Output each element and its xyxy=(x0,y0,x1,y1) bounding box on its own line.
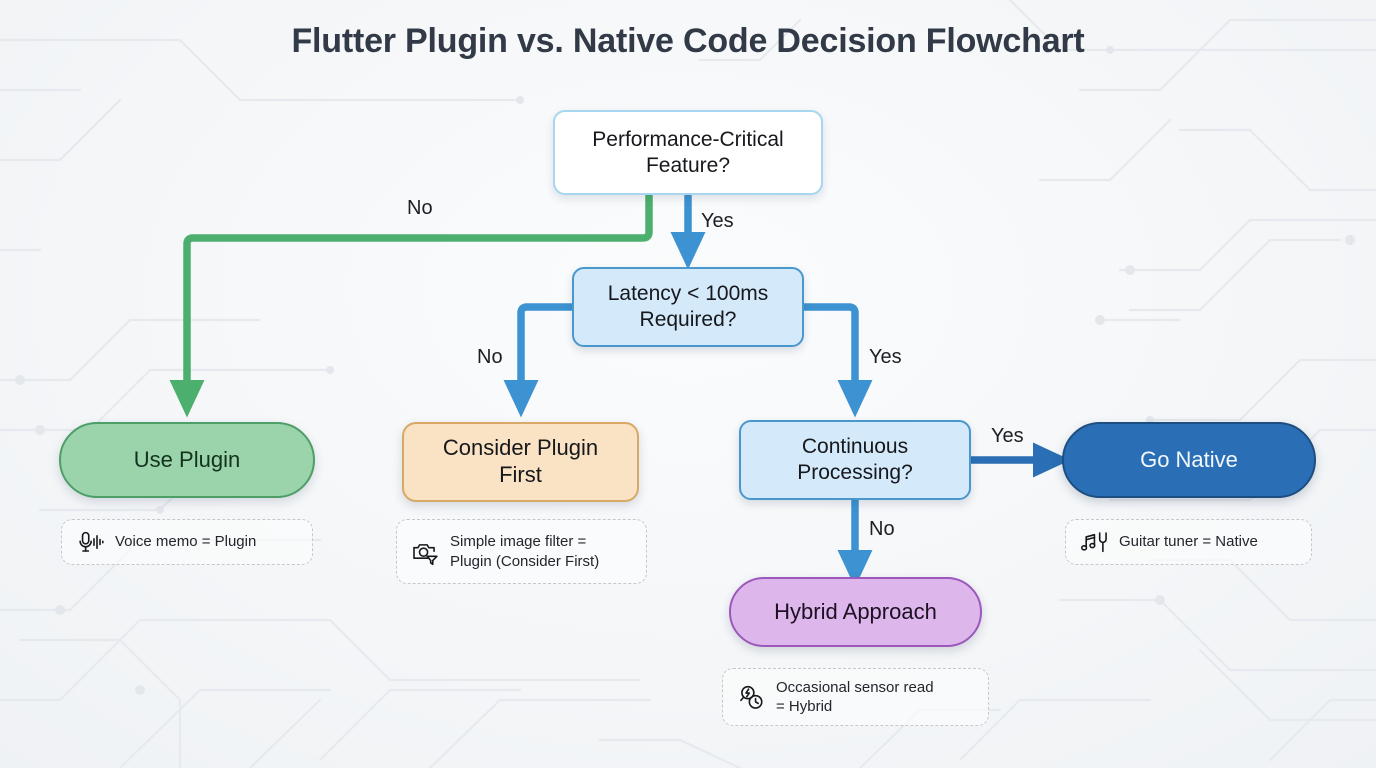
page-title: Flutter Plugin vs. Native Code Decision … xyxy=(291,22,1085,60)
camera-filter-icon xyxy=(413,543,438,565)
edge-latency-yes-to-continuous xyxy=(800,303,873,418)
node-continuous-line1: Continuous xyxy=(801,435,909,459)
annotation-sensor-read-line1: Occasional sensor read xyxy=(776,678,934,696)
node-consider-plugin-first[interactable]: Consider Plugin First xyxy=(402,422,639,502)
annotation-image-filter-line2: Plugin (Consider First) xyxy=(450,552,600,570)
annotation-sensor-read-line2: = Hybrid xyxy=(776,698,833,715)
node-hybrid-label: Hybrid Approach xyxy=(774,598,937,624)
edge-label-continuous-yes: Yes xyxy=(991,425,1024,447)
node-continuous-processing[interactable]: Continuous Processing? xyxy=(739,420,971,500)
annotation-image-filter-text: Simple image filter = Plugin (Consider F… xyxy=(450,532,599,570)
node-continuous-line2: Processing? xyxy=(797,461,913,484)
annotation-image-filter: Simple image filter = Plugin (Consider F… xyxy=(396,519,647,584)
node-latency-line2: Required? xyxy=(639,308,737,331)
node-latency-required[interactable]: Latency < 100ms Required? xyxy=(572,267,804,347)
node-go-native[interactable]: Go Native xyxy=(1062,422,1316,498)
node-plugin-label: Use Plugin xyxy=(133,446,241,472)
annotation-voice-memo-text: Voice memo = Plugin xyxy=(115,533,257,551)
sensor-clock-icon xyxy=(740,685,763,709)
edge-latency-no-to-consider xyxy=(503,303,576,418)
node-performance-critical-feature[interactable]: Performance-Critical Feature? xyxy=(553,110,823,195)
node-perf-line2: Feature? xyxy=(645,153,731,177)
edge-label-continuous-no: No xyxy=(869,518,895,540)
annotation-voice-memo: Voice memo = Plugin xyxy=(61,519,313,565)
edge-label-latency-yes: Yes xyxy=(869,346,902,368)
annotation-guitar-tuner-text: Guitar tuner = Native xyxy=(1119,533,1258,551)
node-perf-line1: Performance-Critical xyxy=(592,127,784,151)
edge-label-perf-yes: Yes xyxy=(701,210,734,232)
node-native-label: Go Native xyxy=(1140,446,1238,472)
node-use-plugin[interactable]: Use Plugin xyxy=(59,422,315,498)
node-consider-line1: Consider Plugin xyxy=(442,435,599,461)
edge-label-perf-no: No xyxy=(407,197,433,219)
node-consider-line2: First xyxy=(499,462,542,487)
node-latency-line1: Latency < 100ms xyxy=(607,282,769,306)
edge-label-latency-no: No xyxy=(477,346,503,368)
annotation-guitar-tuner: Guitar tuner = Native xyxy=(1065,519,1312,565)
node-hybrid-approach[interactable]: Hybrid Approach xyxy=(729,577,982,647)
music-tuning-fork-icon xyxy=(1080,532,1107,553)
annotation-sensor-read-text: Occasional sensor read = Hybrid xyxy=(776,678,934,716)
microphone-waveform-icon xyxy=(79,531,104,552)
annotation-sensor-read: Occasional sensor read = Hybrid xyxy=(722,668,989,726)
annotation-image-filter-line1: Simple image filter = xyxy=(450,533,587,551)
